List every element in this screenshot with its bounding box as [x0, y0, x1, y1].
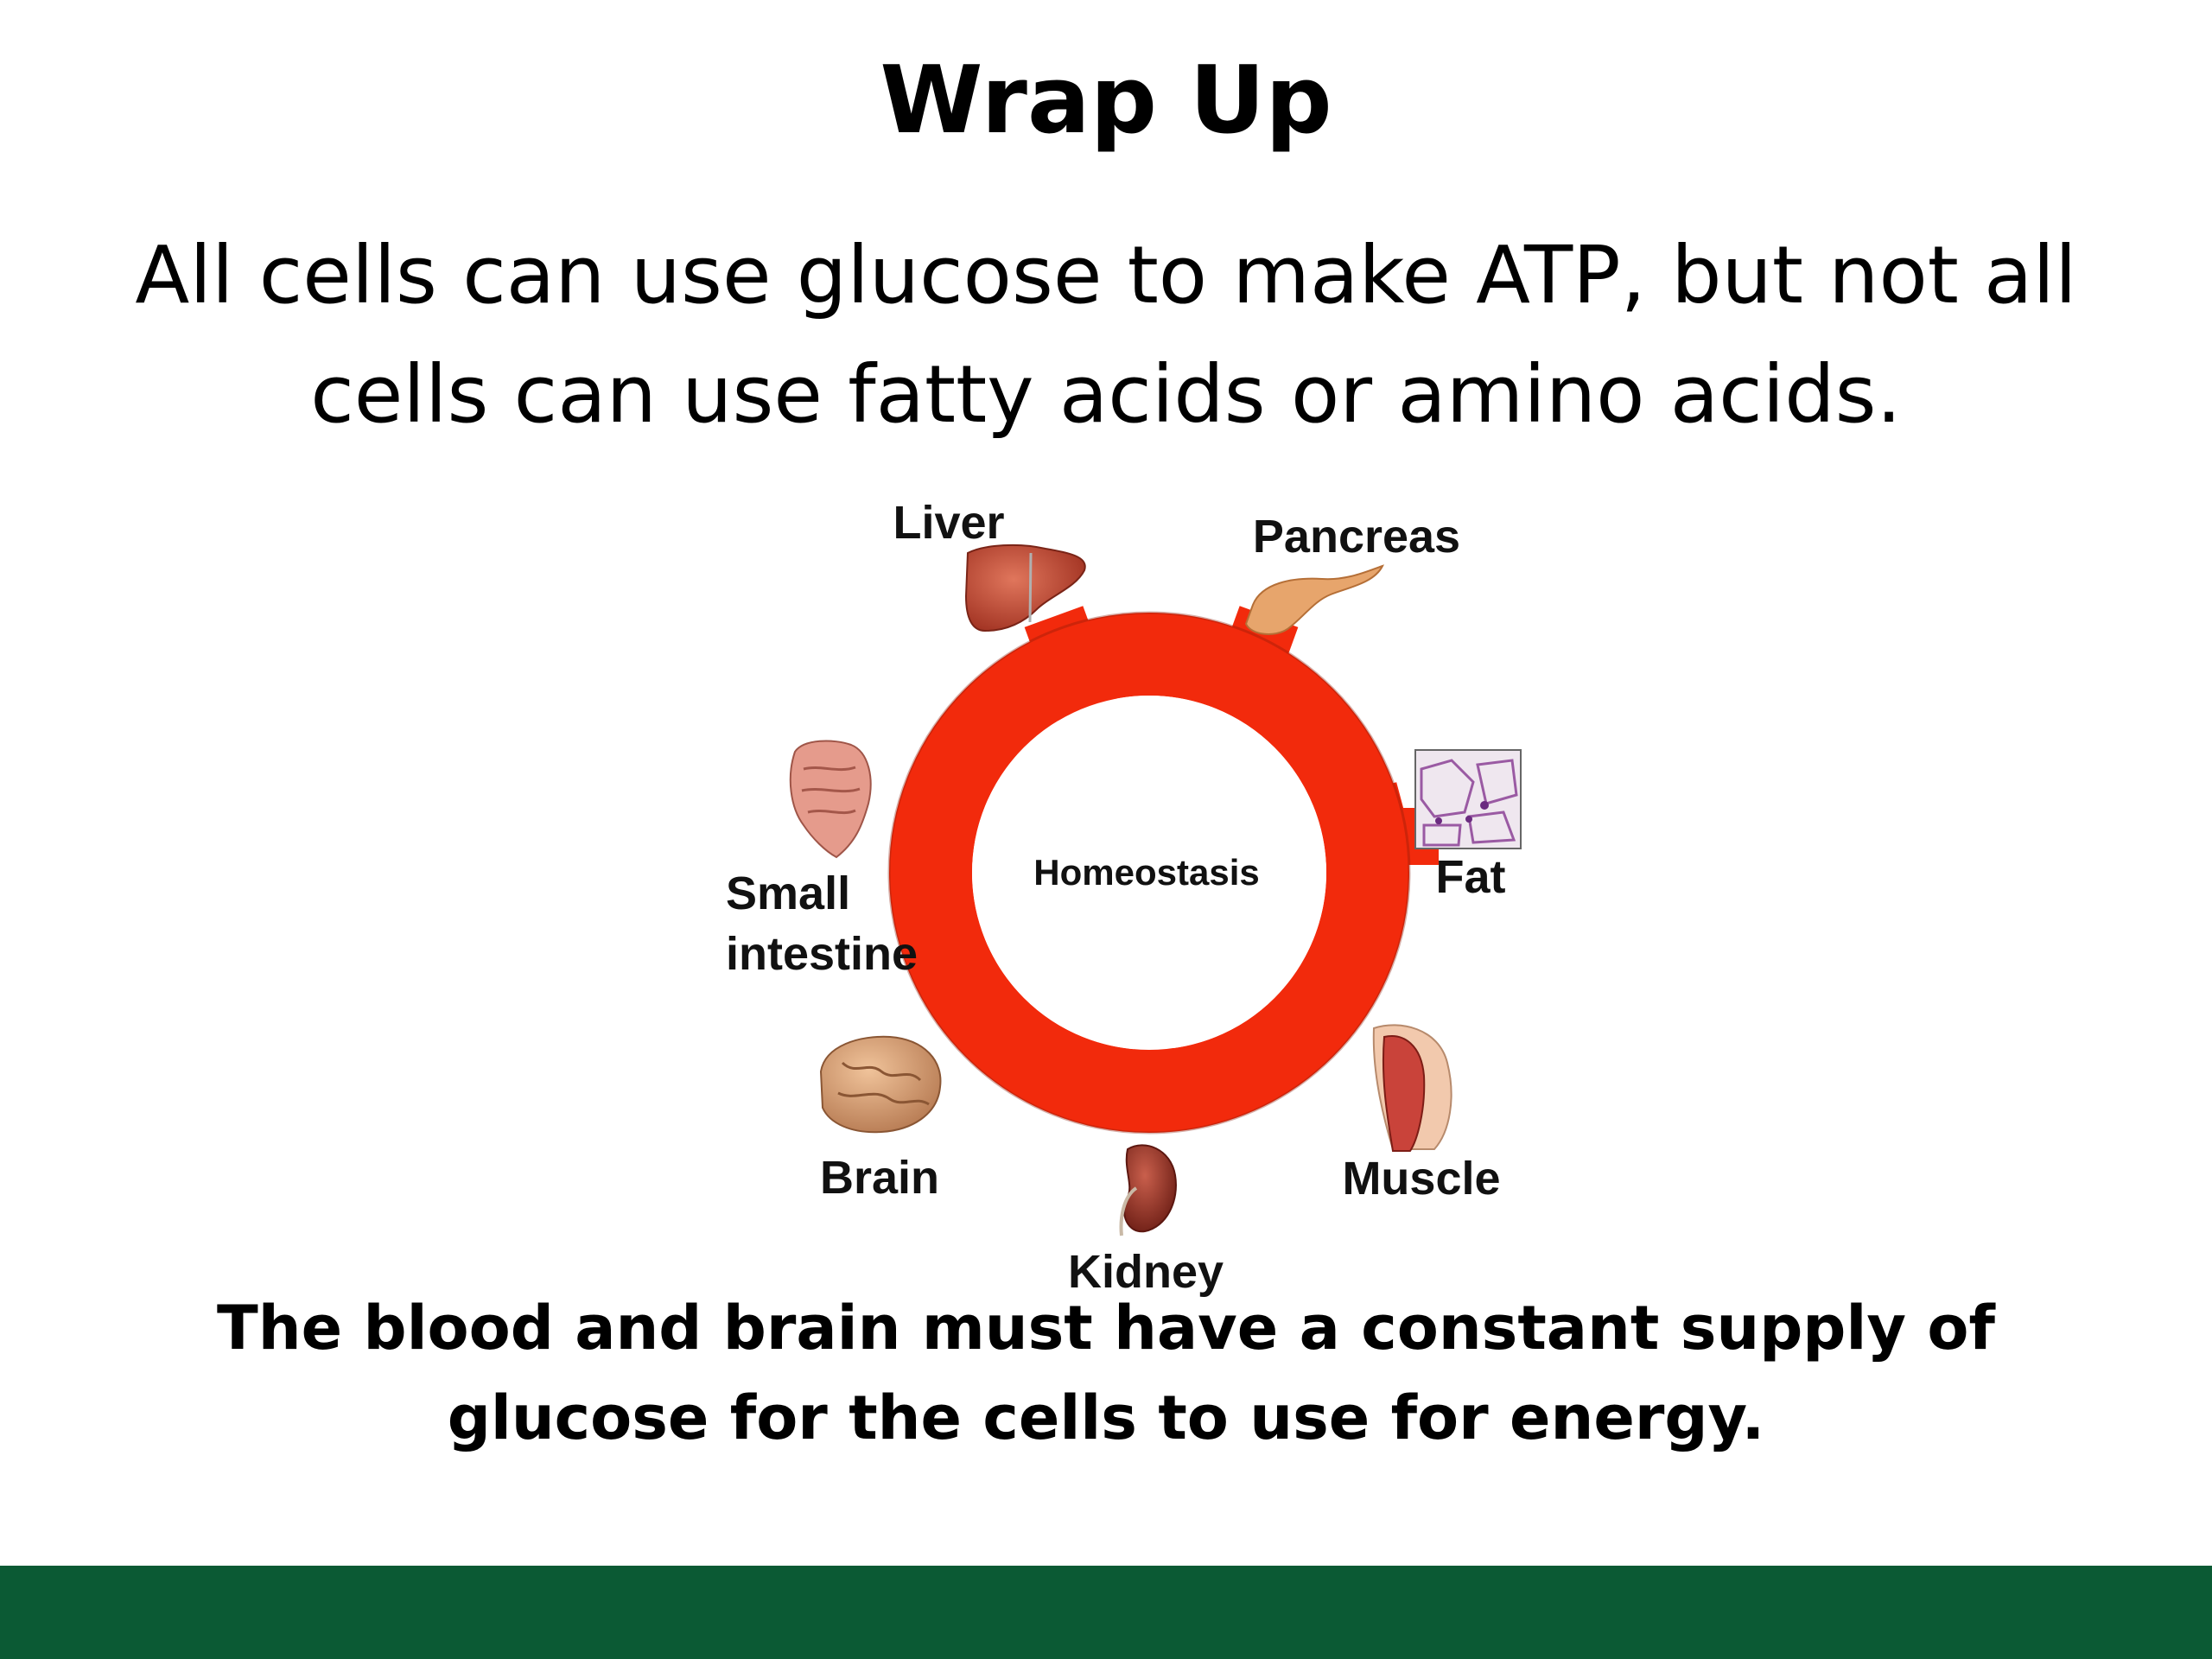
- homeostasis-ring: [887, 606, 1439, 1135]
- small-intestine-organ: [789, 740, 872, 859]
- pancreas-organ: [1244, 564, 1384, 635]
- small-intestine-label-line1: Small: [726, 868, 850, 919]
- pancreas-label: Pancreas: [1253, 511, 1460, 563]
- liver-label: Liver: [893, 497, 1004, 549]
- liver-organ: [964, 543, 1086, 632]
- fat-tissue: [1414, 749, 1522, 849]
- fat-cells-icon: [1420, 759, 1518, 847]
- muscle-label: Muscle: [1342, 1153, 1500, 1205]
- muscle-organ: [1372, 1024, 1452, 1152]
- brain-icon: [819, 1035, 942, 1134]
- footer-bar: [0, 1566, 2212, 1659]
- kidney-icon: [1123, 1144, 1177, 1233]
- small-intestine-icon: [789, 740, 872, 859]
- slide-title: Wrap Up: [880, 47, 1332, 155]
- kidney-organ: [1119, 1144, 1177, 1236]
- kidney-label: Kidney: [1068, 1246, 1224, 1298]
- center-label: Homeostasis: [1033, 852, 1259, 893]
- small-intestine-label-line2: intestine: [726, 928, 918, 980]
- slide-subtitle: All cells can use glucose to make ATP, b…: [135, 229, 2077, 441]
- fat-label: Fat: [1436, 851, 1506, 903]
- slide-bottom-text: The blood and brain must have a constant…: [217, 1293, 1995, 1453]
- pancreas-icon: [1244, 564, 1384, 635]
- brain-organ: [819, 1035, 942, 1134]
- liver-icon: [964, 543, 1086, 632]
- brain-label: Brain: [820, 1152, 939, 1204]
- muscle-icon: [1382, 1035, 1426, 1152]
